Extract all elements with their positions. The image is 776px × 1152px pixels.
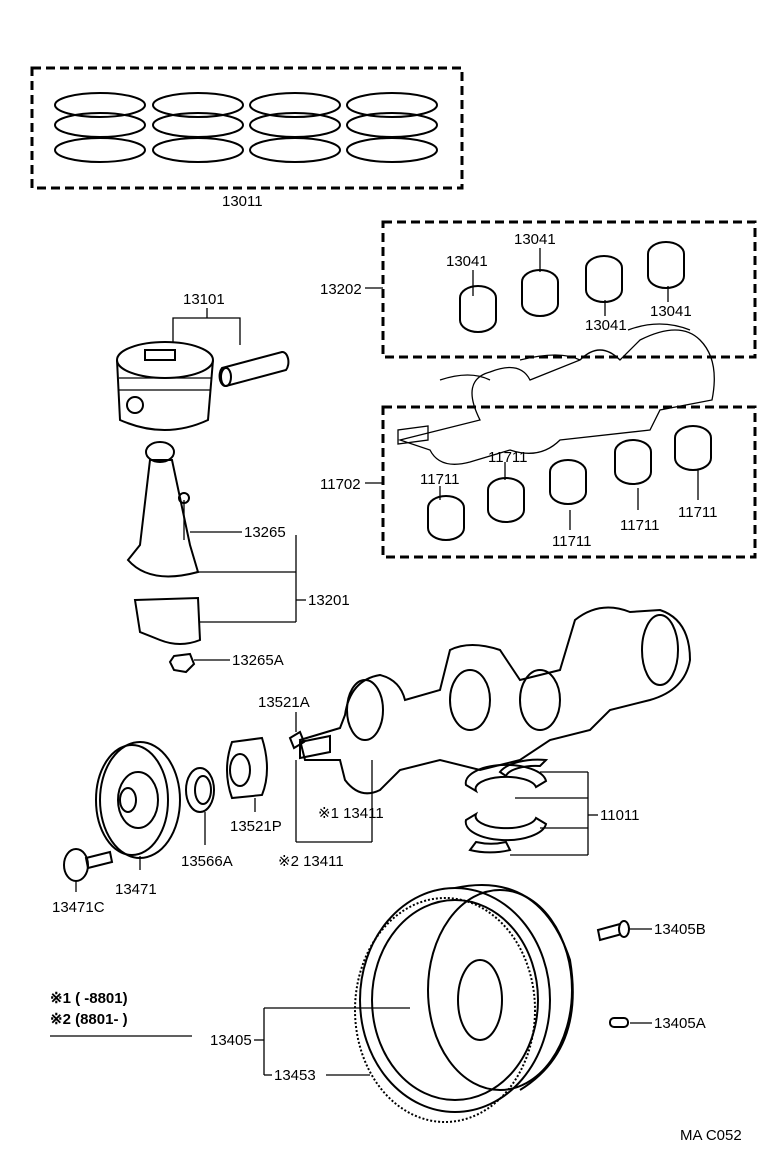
crank-bearing-set	[365, 405, 757, 559]
oil-seal	[185, 767, 215, 845]
label-13405: 13405	[210, 1032, 252, 1049]
bearing-shell-lower-5	[674, 425, 712, 471]
crank-key	[288, 712, 306, 750]
crank-gear	[226, 736, 268, 812]
pulley-bolt	[63, 848, 114, 892]
ring-gear	[354, 897, 536, 1123]
label-crankshaft-2: ※2 13411	[278, 853, 344, 870]
bearing-shell-lower-1	[427, 495, 465, 541]
label-13265a: 13265A	[232, 652, 284, 669]
conrod-nut	[168, 652, 196, 674]
bearing-shell-upper-1	[459, 285, 497, 333]
bearing-shell-lower-2	[487, 477, 525, 523]
flywheel-pin	[609, 1017, 652, 1028]
flywheel	[359, 884, 574, 1113]
label-13405a: 13405A	[654, 1015, 706, 1032]
connecting-rod	[126, 441, 202, 645]
label-11711-b: 11711	[488, 449, 528, 466]
label-13041-a: 13041	[446, 253, 488, 270]
piston-ring-group-1	[54, 92, 146, 163]
piston-pin	[218, 351, 290, 387]
label-11711-e: 11711	[678, 504, 718, 521]
bearing-shell-upper-4	[647, 241, 685, 289]
label-11711-d: 11711	[620, 517, 660, 534]
label-13521a: 13521A	[258, 694, 310, 711]
leaders-11011	[510, 771, 598, 856]
piston-ring-group-2	[152, 92, 244, 163]
leaders-13201	[190, 531, 306, 661]
flywheel-bolt	[596, 920, 652, 942]
piston-ring-group-4	[346, 92, 438, 163]
label-13566a: 13566A	[181, 853, 233, 870]
bearing-shell-upper-3	[585, 255, 623, 303]
label-11711-a: 11711	[420, 471, 460, 488]
label-13011: 13011	[222, 193, 263, 210]
label-13201: 13201	[308, 592, 350, 609]
piston-ring-set	[30, 66, 464, 190]
label-11702: 11702	[320, 476, 361, 493]
crankshaft-ghost	[397, 323, 715, 465]
main-bearing-set	[365, 220, 757, 359]
label-13041-b: 13041	[514, 231, 556, 248]
label-13471c: 13471C	[52, 899, 105, 916]
label-13471: 13471	[115, 881, 157, 898]
bearing-shell-lower-4	[614, 439, 652, 485]
label-13521p: 13521P	[230, 818, 282, 835]
piston-ring-group-3	[249, 92, 341, 163]
label-crankshaft-1: ※1 13411	[318, 805, 384, 822]
label-13202: 13202	[320, 281, 362, 298]
bearing-shell-lower-3	[549, 459, 587, 505]
leaders-13405	[254, 1007, 410, 1076]
leaders-13411	[295, 760, 373, 843]
label-13405b: 13405B	[654, 921, 706, 938]
label-11711-c: 11711	[552, 533, 592, 550]
bearing-shell-upper-2	[521, 269, 559, 317]
label-13041-c: 13041	[585, 317, 627, 334]
crank-pulley	[95, 741, 181, 870]
crankshaft	[298, 606, 692, 795]
label-13265: 13265	[244, 524, 286, 541]
label-13041-d: 13041	[650, 303, 692, 320]
label-13453: 13453	[274, 1067, 316, 1084]
label-11011: 11011	[600, 807, 640, 824]
diagram-code: MA C052	[680, 1127, 742, 1144]
note-1: ※1 ( -8801)	[50, 990, 128, 1007]
thrust-washers	[464, 758, 549, 854]
note-2: ※2 (8801- )	[50, 1011, 128, 1028]
label-13101: 13101	[183, 291, 225, 308]
piston	[116, 308, 241, 431]
